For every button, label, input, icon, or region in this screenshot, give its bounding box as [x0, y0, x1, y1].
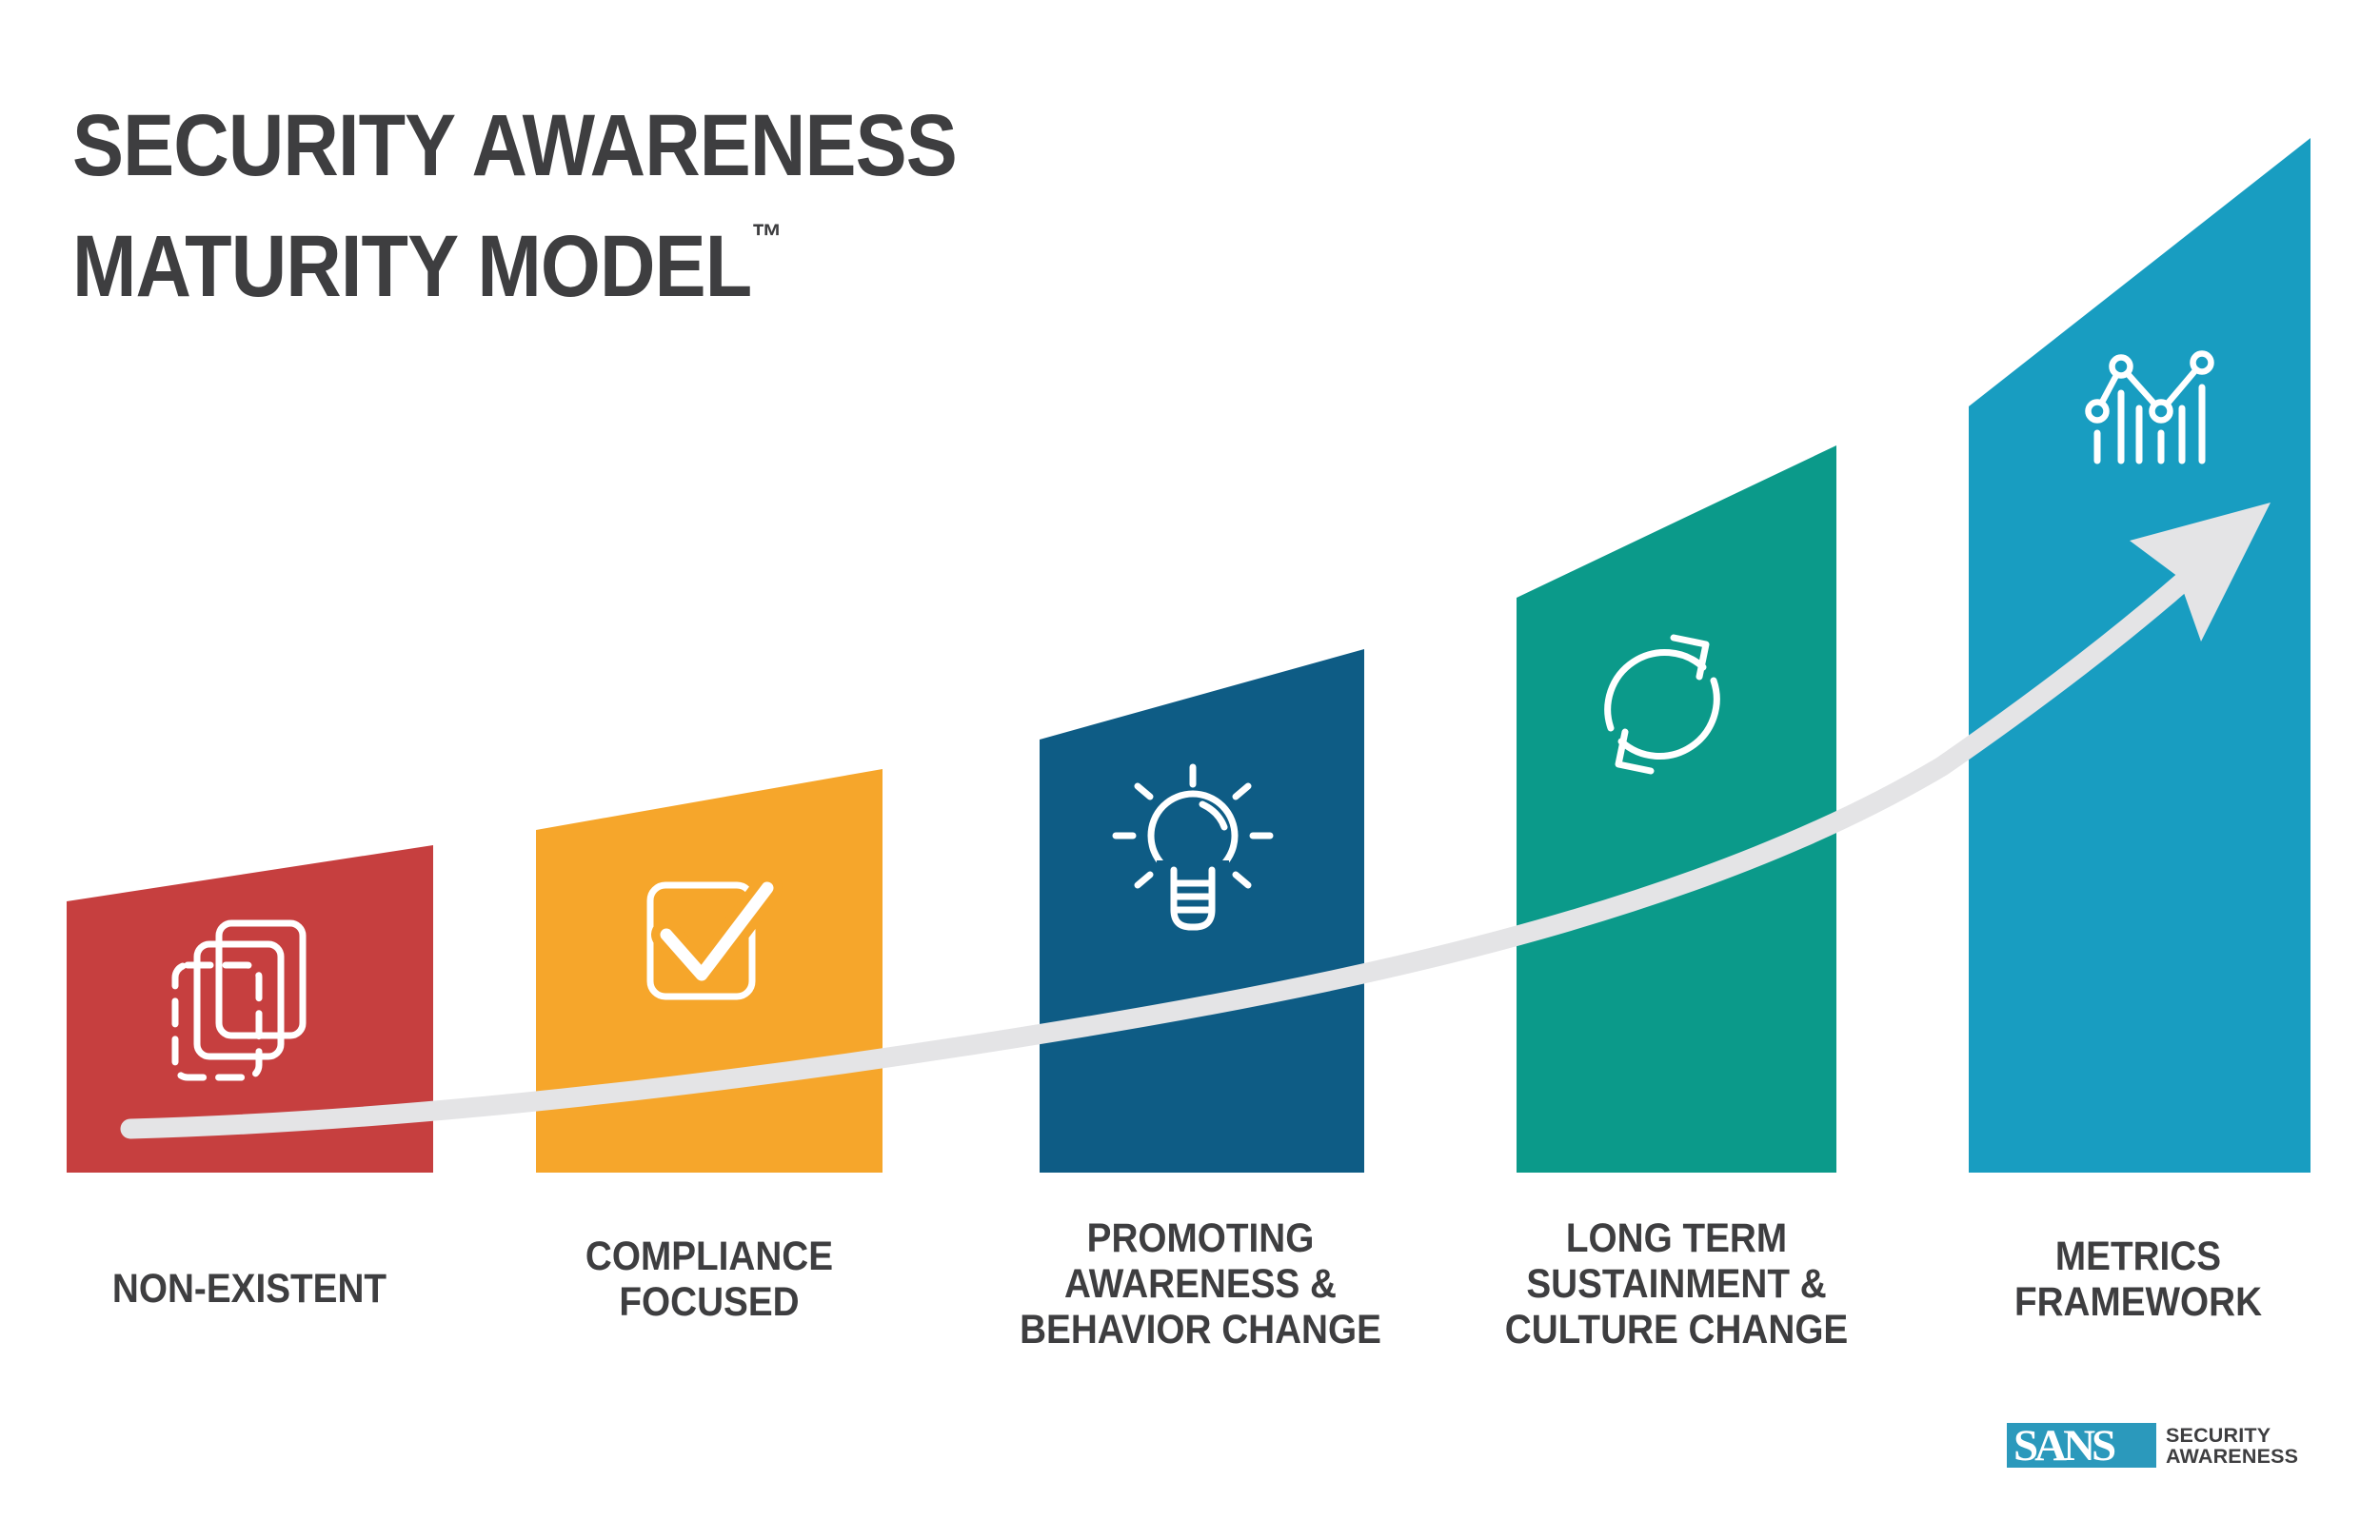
stage-label-long-term-sustainment: LONG TERM SUSTAINMENT & CULTURE CHANGE: [1504, 1215, 1849, 1352]
title-line-1: SECURITY AWARENESS: [72, 97, 958, 194]
bar-long-term-sustainment: [1517, 445, 1836, 1173]
stage-label-compliance-focused: COMPLIANCE FOCUSED: [585, 1234, 834, 1325]
checkbox-icon: [646, 873, 783, 1000]
logo-text: SECURITY AWARENESS: [2166, 1424, 2299, 1468]
sans-security-awareness-logo: SANS SECURITY AWARENESS: [2007, 1423, 2298, 1468]
stacked-pages-icon: [171, 919, 307, 1081]
trademark-symbol: ™: [751, 217, 783, 256]
stage-label-non-existent: NON-EXISTENT: [111, 1266, 387, 1312]
growth-curve: [120, 559, 2208, 1139]
lightbulb-icon: [1112, 763, 1274, 931]
page-title: SECURITY AWARENESS MATURITY MODEL™: [72, 97, 958, 315]
sans-wordmark: SANS: [2013, 1423, 2115, 1468]
metrics-chart-icon: [2085, 350, 2214, 464]
sans-logo-box: SANS: [2007, 1423, 2156, 1468]
stage-label-metrics-framework: METRICS FRAMEWORK: [2013, 1234, 2263, 1325]
bar-metrics-framework: [1969, 138, 2311, 1173]
arrowhead-icon: [2130, 503, 2271, 642]
stage-label-promoting-awareness: PROMOTING AWARENESS & BEHAVIOR CHANGE: [1020, 1215, 1381, 1352]
bar-non-existent: [67, 845, 433, 1173]
sync-arrows-icon: [1604, 634, 1720, 775]
title-line-2: MATURITY MODEL™: [72, 217, 783, 315]
growth-arrow: [120, 503, 2271, 1139]
